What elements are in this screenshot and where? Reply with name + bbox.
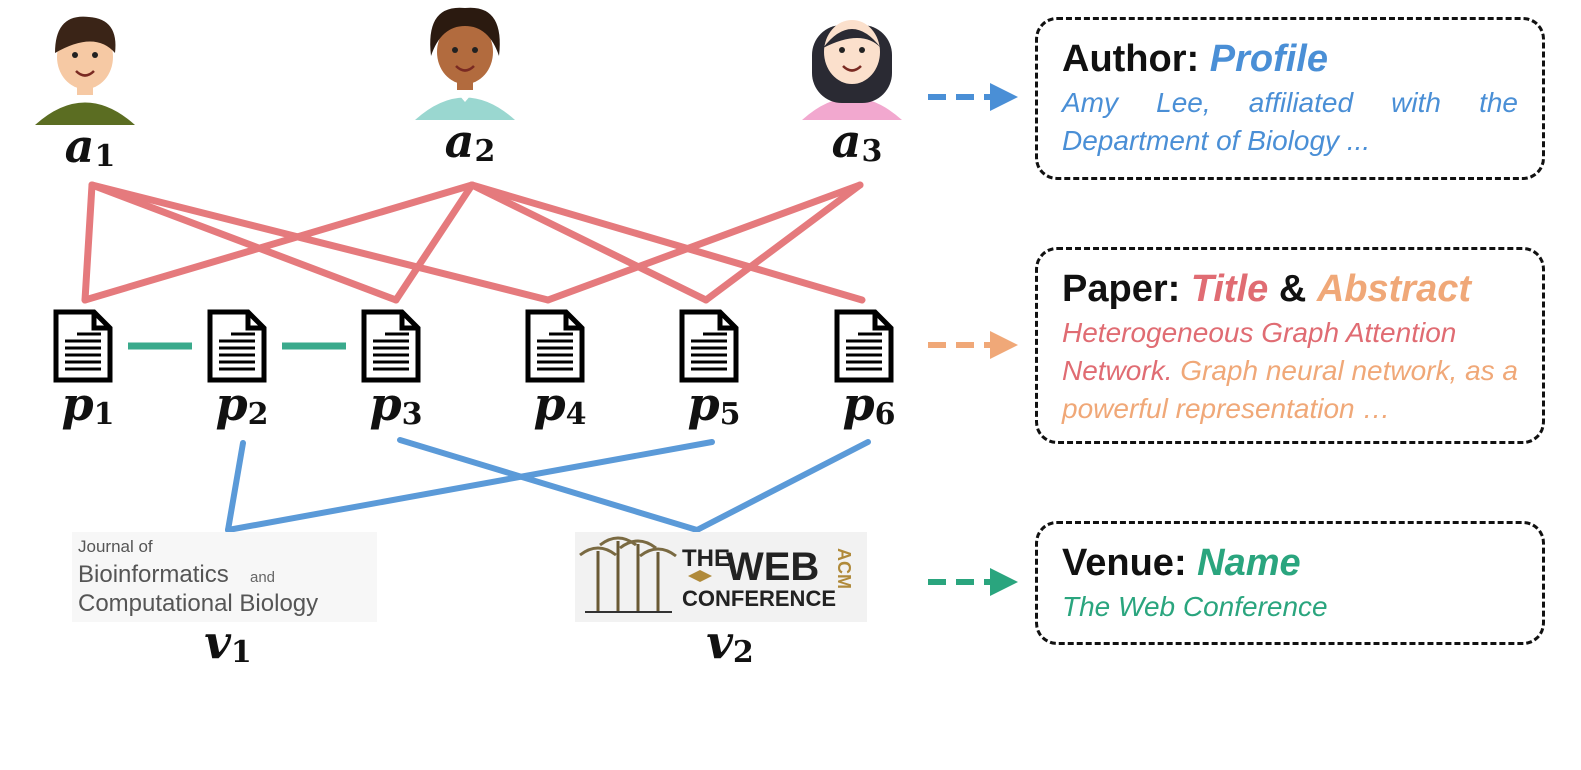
document-icon <box>361 309 421 383</box>
author-paper-edge <box>81 181 96 304</box>
web-conference-logo-text: THE <box>682 545 730 572</box>
venue-box-body: The Web Conference <box>1062 591 1328 622</box>
paper-venue-edge <box>694 439 871 533</box>
arrows-layer <box>928 83 1018 596</box>
author-box-label: Author: <box>1062 38 1200 80</box>
venue-box-label: Venue: <box>1062 542 1187 584</box>
avatar-icon <box>415 7 515 120</box>
author-paper-edge <box>81 181 476 304</box>
paper-label: p6 <box>842 377 895 432</box>
paper-box-body: Heterogeneous Graph Attention Network. G… <box>1062 314 1518 428</box>
venue-attribute-box: Venue: Name The Web Conference <box>1035 521 1545 645</box>
avatar-icon <box>35 16 135 125</box>
author-paper-edge <box>392 181 476 304</box>
paper-attribute-box: Paper: Title & Abstract Heterogeneous Gr… <box>1035 247 1545 444</box>
author-paper-edge <box>88 181 552 304</box>
edges-layer <box>81 181 871 533</box>
journal-logo-text: Bioinformatics <box>78 561 229 588</box>
author-box-header: Author: Profile <box>1062 38 1518 80</box>
venue-label: v1 <box>204 615 252 670</box>
journal-logo-text: Computational Biology <box>78 590 318 617</box>
paper-box-ampersand: & <box>1278 268 1307 310</box>
document-icon <box>679 309 739 383</box>
paper-box-label: Paper: <box>1062 268 1181 310</box>
document-icon <box>207 309 267 383</box>
author-paper-edge <box>468 181 710 304</box>
paper-arrow <box>928 331 1018 359</box>
paper-box-header: Paper: Title & Abstract <box>1062 268 1518 310</box>
web-conference-logo-text: WEB <box>726 545 819 589</box>
venue-arrow <box>928 568 1018 596</box>
document-icon <box>834 309 894 383</box>
paper-box-title-keyword: Title <box>1190 268 1269 310</box>
author-box-keyword: Profile <box>1209 38 1328 80</box>
web-conference-logo-text: CONFERENCE <box>682 586 836 611</box>
journal-logo-text: Journal of <box>78 537 153 556</box>
venue-label: v2 <box>706 615 754 670</box>
acm-logo-text: ACM <box>834 548 854 589</box>
author-arrow <box>928 83 1018 111</box>
paper-box-abstract-keyword: Abstract <box>1316 268 1472 310</box>
author-paper-edge <box>468 181 866 304</box>
author-label: a1 <box>65 119 116 174</box>
journal-logo: Journal of Bioinformatics andComputational… <box>72 532 377 622</box>
document-icon <box>525 309 585 383</box>
paper-box-title-text: Heterogeneous Graph Attention Network. <box>1062 317 1457 386</box>
author-box-body: Amy Lee, affiliated with the Department … <box>1062 87 1518 156</box>
document-icon <box>53 309 113 383</box>
paper-label: p5 <box>687 377 740 432</box>
paper-label: p3 <box>369 377 422 432</box>
author-paper-edge <box>88 181 400 304</box>
author-label: a3 <box>832 114 883 169</box>
paper-venue-edge <box>225 439 715 533</box>
paper-label: p1 <box>61 377 114 432</box>
journal-logo-text: and <box>250 569 275 586</box>
paper-venue-edge <box>397 437 700 533</box>
paper-label: p4 <box>533 377 586 432</box>
venue-box-header: Venue: Name <box>1062 542 1518 584</box>
venue-box-keyword: Name <box>1197 542 1301 584</box>
avatar-icon <box>802 20 902 120</box>
paper-label: p2 <box>215 377 268 432</box>
author-paper-edge <box>544 181 864 304</box>
author-paper-edge <box>702 181 864 304</box>
author-label: a2 <box>445 114 496 169</box>
paper-box-abstract-text: Graph neural network, as a powerful repr… <box>1062 355 1518 424</box>
author-attribute-box: Author: Profile Amy Lee, affiliated with… <box>1035 17 1545 180</box>
paper-venue-edge <box>225 440 246 533</box>
